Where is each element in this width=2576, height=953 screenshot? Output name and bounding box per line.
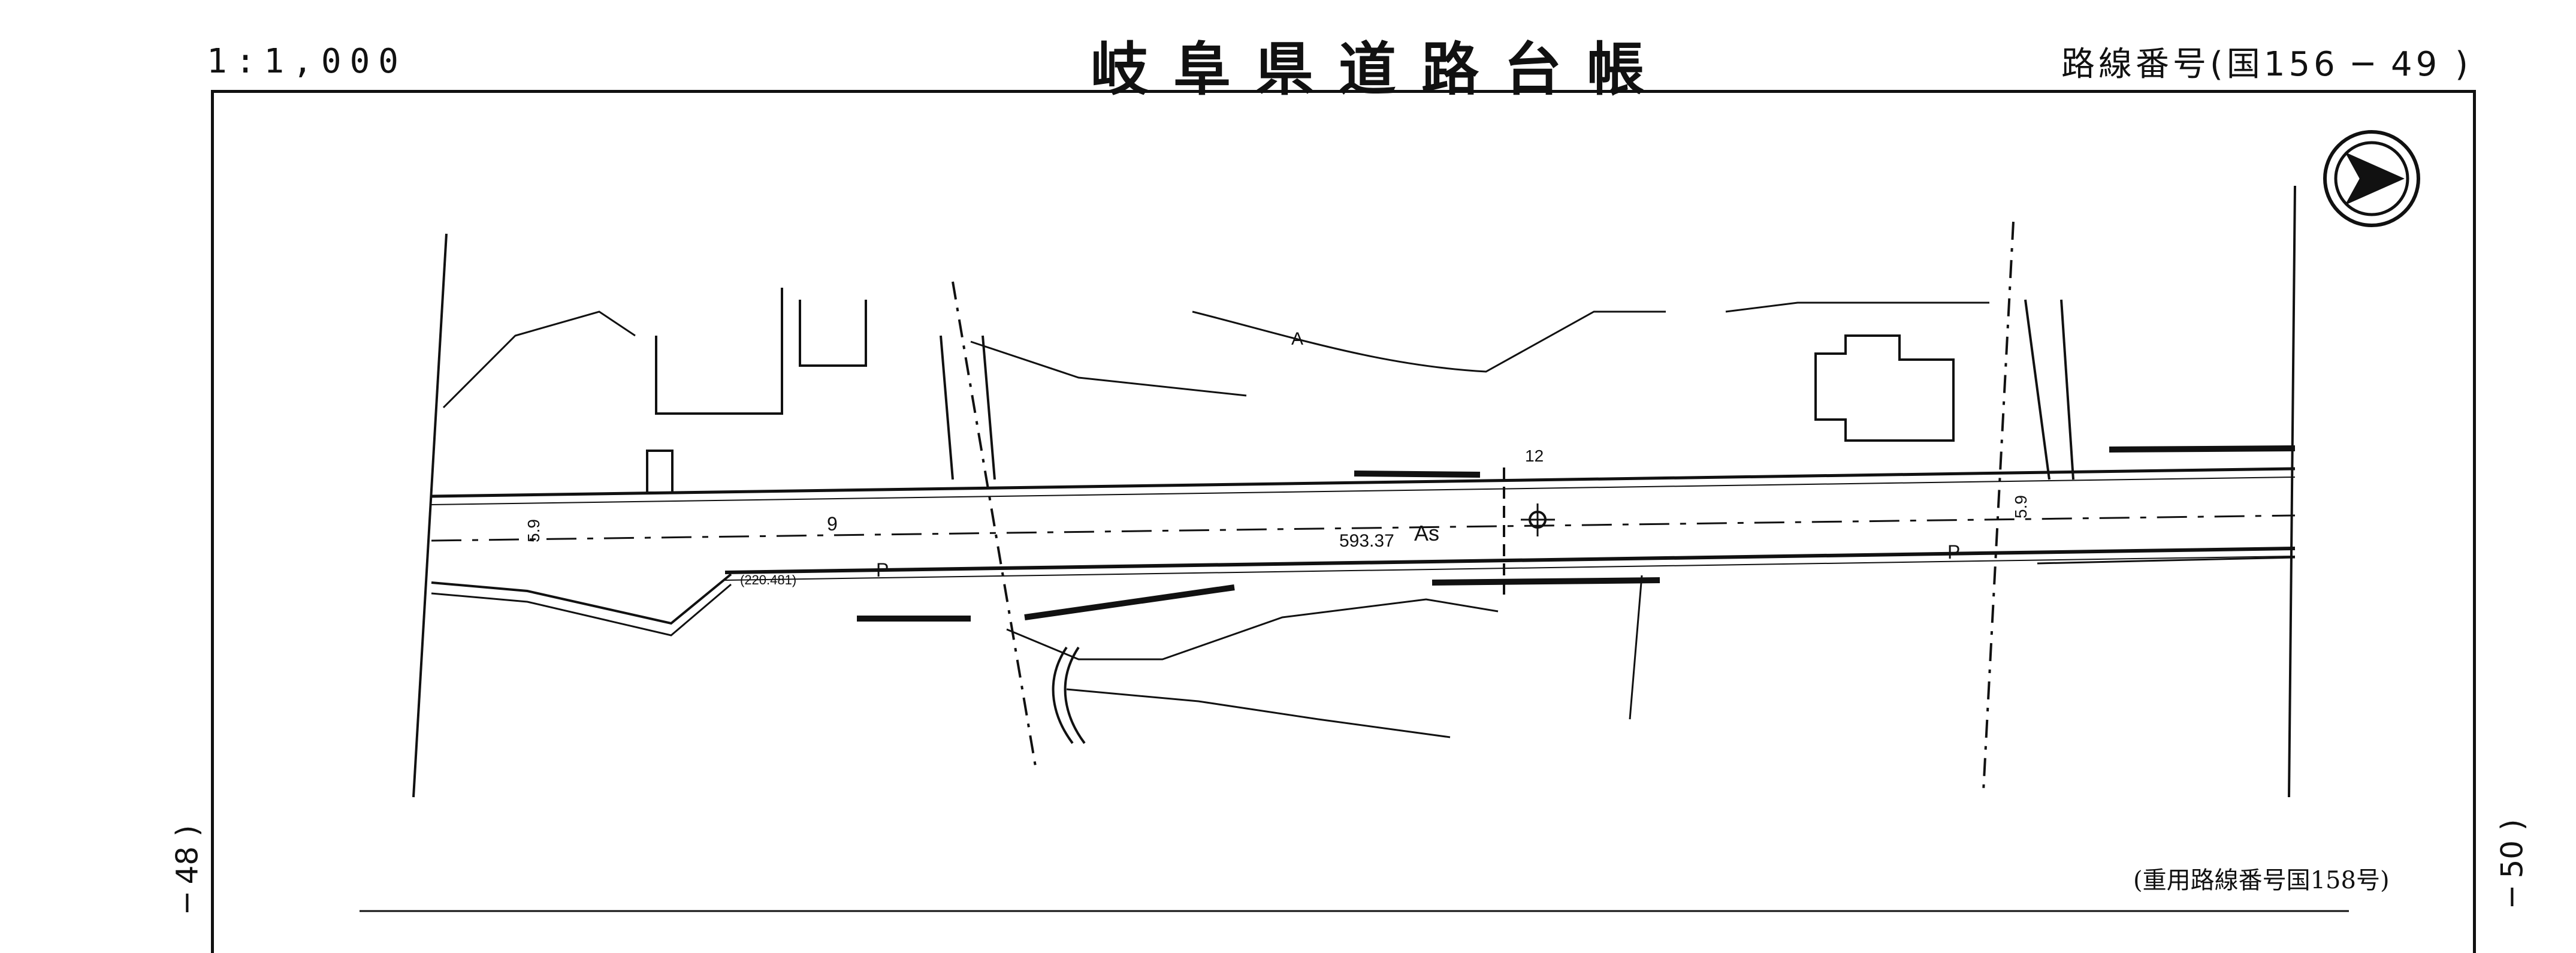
- road-width-label-west: 5.9: [524, 519, 543, 542]
- bm-label: (220.481): [740, 572, 796, 587]
- map-frame: [211, 90, 2476, 953]
- point-label: 9: [827, 513, 838, 535]
- parking-label-east: P: [1947, 541, 1960, 563]
- buildings: [646, 288, 1955, 494]
- distance-label: 593.37: [1339, 531, 1394, 551]
- scale-label: 1:1,000: [207, 42, 407, 81]
- slope-hatching: [442, 301, 2296, 738]
- center-marker-icon: [1521, 503, 1555, 536]
- fences: [857, 445, 2296, 622]
- north-arrow-icon: [2323, 130, 2420, 227]
- overlap-route-note: (重用路線番号国158号): [2133, 867, 2390, 894]
- symbol-label: A: [1291, 329, 1303, 349]
- route-number: 路線番号(国156 ─ 49 ): [2061, 45, 2472, 84]
- waterways: [940, 299, 2074, 744]
- contour-label: 12: [1525, 447, 1544, 465]
- map-labels: 593.37 As 5.9 5.9 9 (220.481) P P 12 A: [524, 329, 2030, 587]
- road-width-label-east: 5.9: [2012, 495, 2030, 518]
- main-road: [431, 467, 2296, 637]
- surface-label: As: [1414, 521, 1439, 545]
- parking-label-west: P: [876, 559, 889, 581]
- boundary-lines: [412, 185, 2296, 798]
